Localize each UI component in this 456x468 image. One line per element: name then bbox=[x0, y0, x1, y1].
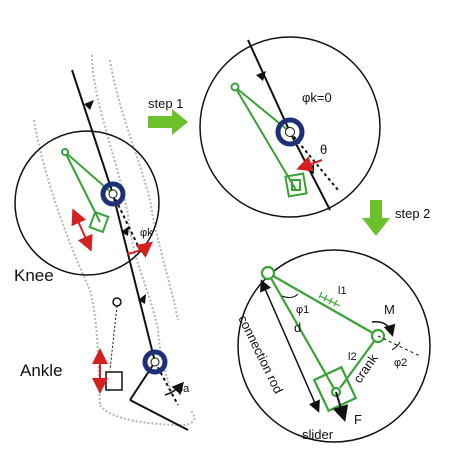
moment-arc bbox=[371, 321, 396, 337]
step1-mechanism bbox=[230, 82, 308, 198]
phi2-label: φ2 bbox=[394, 357, 407, 369]
phi-a-label: φa bbox=[176, 383, 190, 395]
knee-joint bbox=[100, 181, 126, 207]
phi-k-zero-label: φk=0 bbox=[302, 90, 332, 105]
d-label: d bbox=[294, 320, 301, 335]
theta-arrow bbox=[296, 156, 323, 172]
ankle-slider bbox=[105, 371, 123, 391]
knee-label: Knee bbox=[14, 266, 54, 285]
phi1-arc bbox=[281, 293, 299, 299]
phi-k-label: φk bbox=[140, 227, 153, 239]
F-label: F bbox=[354, 412, 362, 427]
step1-arrow bbox=[148, 109, 188, 135]
ankle-label: Ankle bbox=[20, 361, 63, 380]
phi2-arc bbox=[391, 341, 401, 351]
l2-label: l2 bbox=[348, 351, 357, 363]
knee-slider-arrow bbox=[71, 208, 93, 252]
force-arrow bbox=[332, 391, 349, 422]
step1-zoom-circle bbox=[199, 36, 381, 218]
phi-k-arc bbox=[126, 241, 154, 258]
slider-label: slider bbox=[302, 427, 334, 442]
leg-triangle-markers bbox=[84, 100, 146, 304]
step2-zoom-circle bbox=[237, 249, 431, 443]
ankle-pivot bbox=[112, 297, 122, 307]
connection-rod-label: connection rod bbox=[235, 313, 286, 396]
d-dimension-arrow bbox=[260, 279, 320, 413]
step1-knee-joint bbox=[275, 117, 305, 147]
l1-label: l1 bbox=[338, 285, 347, 297]
ankle-joint bbox=[142, 349, 168, 375]
step2-arrow bbox=[362, 200, 390, 236]
step2-label: step 2 bbox=[395, 206, 430, 221]
phi-a-arc bbox=[164, 381, 184, 396]
theta-label: θ bbox=[320, 142, 327, 157]
knee-zoom-circle bbox=[14, 130, 160, 276]
step1-label: step 1 bbox=[148, 96, 183, 111]
M-label: M bbox=[384, 302, 395, 317]
phi1-label: φ1 bbox=[296, 304, 309, 316]
